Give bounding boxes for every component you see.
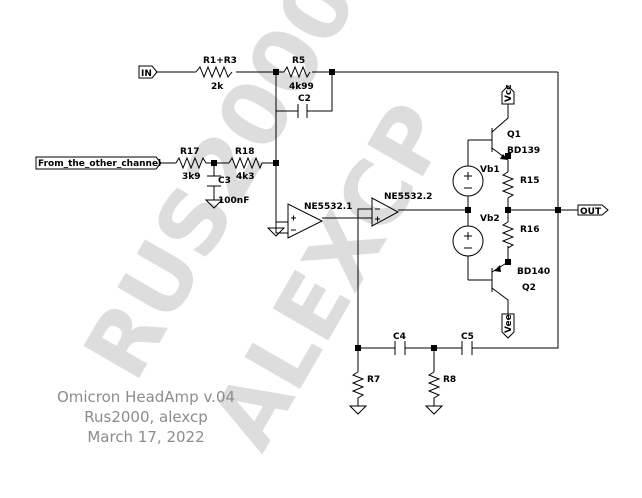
r1r3-name: R1+R3 <box>203 56 237 66</box>
resistor-r15 <box>501 171 515 199</box>
c3-name: C3 <box>218 176 231 186</box>
resistor-r8 <box>427 371 441 406</box>
opamp-u2 <box>371 197 400 227</box>
c2-name: C2 <box>298 94 311 104</box>
vcc-label: Vcc <box>504 84 514 102</box>
ground-r7 <box>348 405 368 415</box>
resistor-r17 <box>175 156 207 170</box>
resistor-r18 <box>228 156 263 170</box>
resistor-r1r3 <box>195 65 233 79</box>
u1-name: NE5532.1 <box>304 202 352 212</box>
r15-name: R15 <box>520 176 539 186</box>
voltage-source-vb1 <box>452 165 484 197</box>
caption-line1: Omicron HeadAmp v.04 <box>57 388 235 406</box>
r5-value: 4k99 <box>289 82 314 92</box>
u2-name: NE5532.2 <box>384 192 432 202</box>
vee-flag: Vee <box>501 313 515 339</box>
capacitor-c4 <box>394 341 406 355</box>
r17-name: R17 <box>180 147 199 157</box>
q1-part: BD139 <box>507 146 540 156</box>
vcc-flag: Vcc <box>501 84 515 105</box>
resistor-r16 <box>501 221 515 249</box>
c4-name: C4 <box>393 332 406 342</box>
caption-line2: Rus2000, alexcp <box>84 408 208 426</box>
ground-opamp1 <box>266 227 286 237</box>
capacitor-c5 <box>461 341 473 355</box>
r16-name: R16 <box>520 225 539 235</box>
caption: Omicron HeadAmp v.04 Rus2000, alexcp Mar… <box>57 388 235 446</box>
c5-name: C5 <box>461 332 474 342</box>
r18-value: 4k3 <box>236 172 255 182</box>
ground-r8 <box>424 405 444 415</box>
q2-part: BD140 <box>517 267 550 277</box>
r1r3-value: 2k <box>211 82 224 92</box>
caption-line3: March 17, 2022 <box>87 428 204 446</box>
resistor-r7 <box>351 371 365 406</box>
in-port: IN <box>138 65 158 79</box>
ground-c3 <box>204 199 224 209</box>
voltage-source-vb2 <box>452 225 484 257</box>
r17-value: 3k9 <box>182 172 201 182</box>
r8-name: R8 <box>443 375 456 385</box>
other-channel-port: From_the_other_channel <box>35 156 162 170</box>
q1-name: Q1 <box>507 130 521 140</box>
resistor-r5 <box>283 65 311 79</box>
q2-name: Q2 <box>522 283 536 293</box>
q2-emitter-arrow-icon <box>494 265 501 272</box>
c3-value: 100nF <box>218 196 249 206</box>
vee-label: Vee <box>504 314 514 333</box>
other-channel-port-label: From_the_other_channel <box>38 159 161 169</box>
r18-name: R18 <box>235 147 254 157</box>
in-port-label: IN <box>141 69 152 79</box>
out-port: OUT <box>577 204 609 217</box>
capacitor-c2 <box>297 104 308 118</box>
vb2-name: Vb2 <box>480 214 500 224</box>
r7-name: R7 <box>367 375 380 385</box>
junctions <box>211 69 561 351</box>
r5-name: R5 <box>292 56 305 66</box>
opamp-u1 <box>287 203 324 239</box>
out-port-label: OUT <box>580 207 602 217</box>
capacitor-c3 <box>207 175 221 187</box>
component-labels: R1+R3 2k R5 4k99 C2 R17 3k9 R18 4k3 C3 1… <box>180 56 550 385</box>
q1-emitter-arrow-icon <box>500 154 508 160</box>
vb1-name: Vb1 <box>480 165 500 175</box>
